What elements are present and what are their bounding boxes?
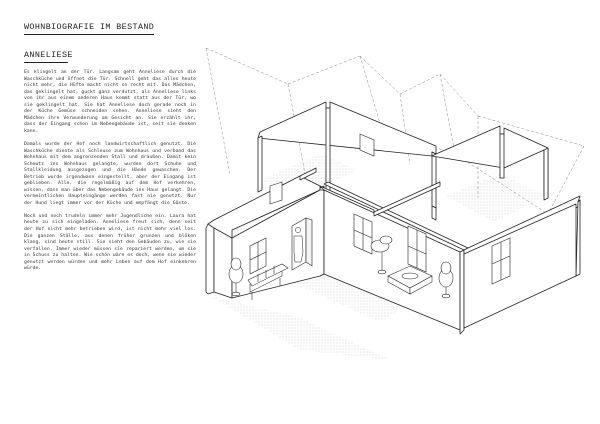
bench bbox=[247, 263, 289, 300]
axonometric-house-drawing bbox=[205, 47, 585, 360]
window-left-wall bbox=[249, 237, 267, 275]
story-paragraph-3: Noch und noch trudeln immer mehr Jugendl… bbox=[24, 213, 196, 272]
story-paragraph-1: Es klingelt an der Tür. Langsam geht Ann… bbox=[24, 70, 196, 134]
story-paragraph-2: Damals wurde der Hof noch landwirtschaft… bbox=[24, 141, 196, 206]
trees bbox=[228, 235, 454, 299]
tree-left bbox=[228, 257, 244, 297]
page-title: WOHNBIOGRAFIE IM BESTAND bbox=[24, 22, 155, 32]
window-far-left bbox=[269, 181, 283, 205]
story-text: Es klingelt an der Tür. Langsam geht Ann… bbox=[24, 70, 196, 279]
tree-right bbox=[438, 261, 454, 299]
subtitle-underline bbox=[24, 62, 68, 63]
windows bbox=[249, 133, 511, 285]
tree-center bbox=[370, 235, 393, 275]
window-back-wall bbox=[359, 133, 375, 157]
window-right-wall bbox=[491, 237, 511, 285]
title-underline bbox=[24, 34, 154, 35]
table bbox=[387, 265, 433, 295]
window-door-right bbox=[407, 225, 427, 273]
page-subtitle: ANNELIESE bbox=[24, 50, 73, 60]
person-figure bbox=[293, 227, 304, 263]
window-middle-wall bbox=[353, 213, 373, 255]
